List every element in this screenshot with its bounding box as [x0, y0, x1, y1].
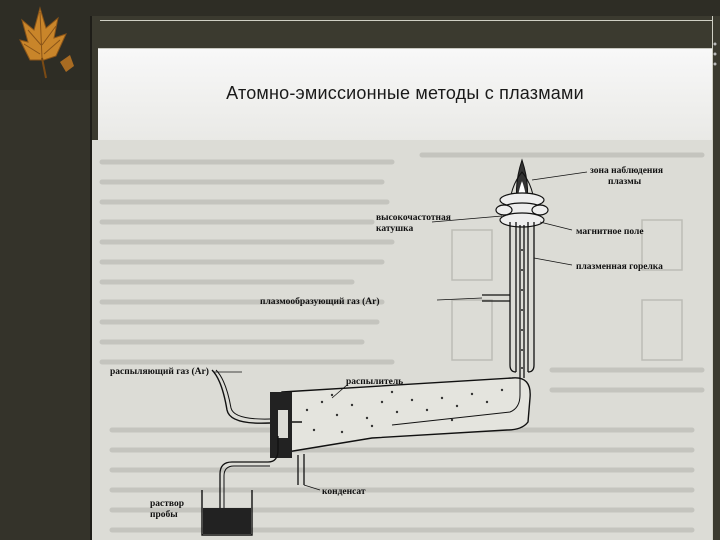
label-nebulizer: распылитель: [346, 377, 403, 387]
nebulizer-gas-line: [211, 369, 271, 424]
label-plasma-gas: плазмообразующий газ (Ar): [260, 296, 380, 307]
label-magnetic-field: магнитное поле: [576, 227, 644, 237]
label-hf-coil: высокочастотная катушка: [376, 213, 453, 234]
top-band: [90, 0, 720, 16]
induction-coil: [495, 192, 549, 228]
diagram-area: зона наблюдения плазмы высокочастотная к…: [92, 140, 712, 540]
sample-capillary-inner: [223, 465, 270, 520]
label-condensate: конденсат: [322, 487, 366, 497]
plasma-gas-inlet: [482, 294, 510, 302]
leader-lines: [214, 171, 588, 491]
nebulizer-block: [270, 392, 302, 458]
right-decor-dots: [712, 40, 720, 100]
top-rule: [100, 20, 712, 21]
sample-capillary: [219, 436, 279, 520]
aerosol-dots-chamber: [305, 388, 504, 434]
label-nebulizer-gas: распыляющий газ (Ar): [110, 366, 209, 377]
label-observation-zone: зона наблюдения плазмы: [590, 165, 665, 187]
sample-beaker: [201, 490, 253, 536]
scan-texture: [99, 152, 705, 533]
label-plasma-torch: плазменная горелка: [576, 262, 663, 272]
nebulizer-gas-line-inner: [215, 369, 271, 420]
aerosol-dots-torch: [521, 249, 523, 369]
icp-diagram: зона наблюдения плазмы высокочастотная к…: [99, 152, 705, 536]
label-sample-solution: раствор пробы: [150, 499, 186, 520]
condensate-drain: [297, 454, 305, 485]
spray-chamber: [281, 377, 531, 453]
slide-title: Атомно-эмиссионные методы с плазмами: [226, 83, 584, 103]
left-rule: [90, 16, 92, 540]
title-bar: Атомно-эмиссионные методы с плазмами: [98, 48, 712, 141]
plasma-torch-tubes: [509, 222, 535, 378]
right-rule: [712, 16, 713, 540]
left-decor-strip: [0, 0, 90, 540]
autumn-leaf-image: [0, 0, 90, 90]
